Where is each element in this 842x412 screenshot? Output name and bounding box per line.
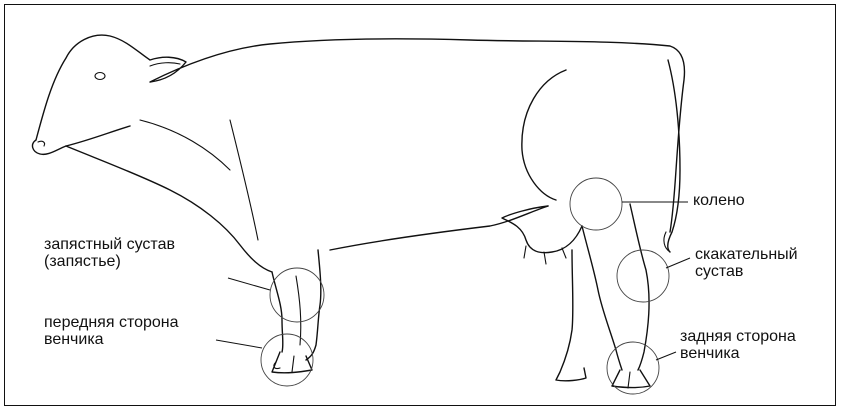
hind-leg-far xyxy=(556,250,586,381)
rear-coronet-circle xyxy=(607,342,659,394)
hock-label: скакательный сустав xyxy=(695,246,798,280)
cow-udder xyxy=(502,206,582,253)
hock-label-line2: сустав xyxy=(695,263,798,280)
front-leg-near xyxy=(272,272,283,352)
rear-coronet-label-line1: задняя сторона xyxy=(680,328,796,345)
knee-circle xyxy=(570,178,622,230)
hind-hoof-near xyxy=(612,370,650,388)
rear-coronet-label: задняя сторона венчика xyxy=(680,328,796,362)
udder-teat-3 xyxy=(562,248,566,258)
front-coronet-label-line2: венчика xyxy=(44,331,179,348)
front-hoof-split xyxy=(292,356,294,372)
cow-thigh xyxy=(522,70,566,200)
front-coronet-leader xyxy=(216,340,262,348)
udder-teat-1 xyxy=(524,246,526,258)
cow-shoulder xyxy=(230,120,258,240)
rear-coronet-leader xyxy=(656,352,676,360)
carpal-joint-label-line2: (запястье) xyxy=(44,253,175,270)
carpal-joint-label-line1: запястный сустав xyxy=(44,236,175,253)
cow-outline-top xyxy=(36,35,684,232)
front-coronet-circle xyxy=(261,334,313,386)
front-coronet-label-line1: передняя сторона xyxy=(44,314,179,331)
carpal-joint-label: запястный сустав (запястье) xyxy=(44,236,175,270)
rear-coronet-label-line2: венчика xyxy=(680,345,796,362)
front-leg-near-back xyxy=(306,250,321,360)
cow-ear-inner xyxy=(150,63,180,66)
hock-leader xyxy=(666,258,690,268)
front-coronet-label: передняя сторона венчика xyxy=(44,314,179,348)
cow-eye xyxy=(95,73,105,80)
hock-label-line1: скакательный xyxy=(695,246,798,263)
front-leg-far xyxy=(296,276,301,345)
knee-label: колено xyxy=(693,192,745,209)
hind-hoof-split xyxy=(628,372,630,388)
udder-teat-2 xyxy=(544,252,546,264)
cow-neck-fold xyxy=(140,120,230,170)
cow-tail xyxy=(668,60,680,252)
cow-nostril xyxy=(38,141,45,146)
cow-tail-switch xyxy=(664,232,670,252)
carpal-leader xyxy=(228,278,270,290)
cow-muzzle xyxy=(33,126,130,154)
